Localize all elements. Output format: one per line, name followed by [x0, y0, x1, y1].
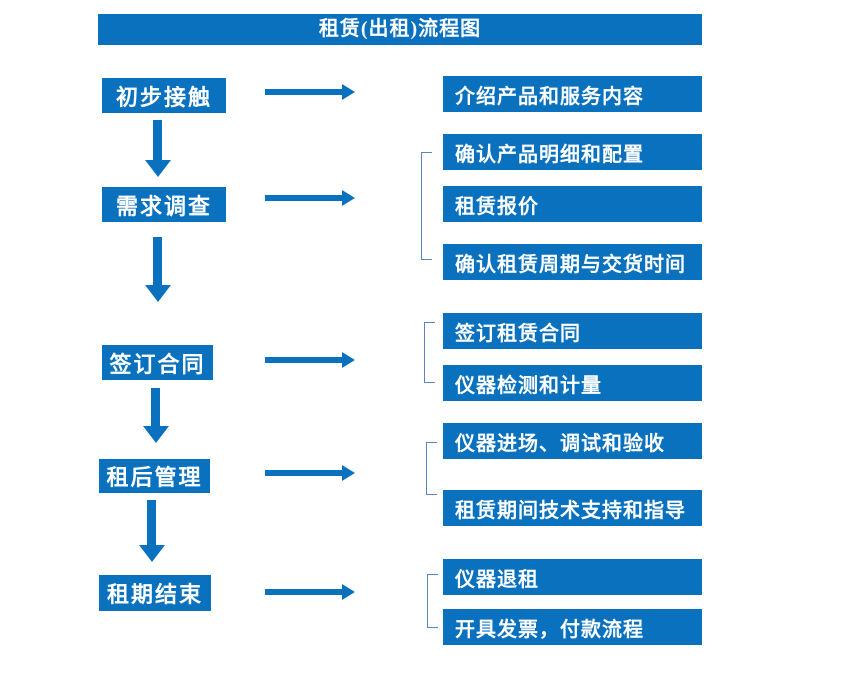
detail-box-sign-rental-contract: 签订租赁合同 — [443, 313, 702, 349]
down-arrow-icon — [143, 388, 169, 443]
detail-box-introduce-products: 介绍产品和服务内容 — [443, 76, 702, 112]
step-label: 签订合同 — [109, 351, 206, 377]
detail-box-instrument-entry-acceptance: 仪器进场、调试和验收 — [443, 423, 702, 459]
arrow-head — [342, 352, 355, 368]
step-label: 租期结束 — [106, 582, 203, 607]
arrow-shaft — [265, 589, 343, 595]
right-arrow-icon — [265, 352, 355, 368]
detail-label: 租赁报价 — [455, 195, 539, 218]
step-box-post-rental-management: 租后管理 — [99, 459, 210, 493]
detail-label: 开具发票，付款流程 — [455, 618, 644, 641]
step-box-initial-contact: 初步接触 — [102, 78, 226, 113]
step-label: 租后管理 — [106, 465, 203, 490]
detail-label: 确认产品明细和配置 — [455, 143, 644, 166]
step-box-demand-survey: 需求调查 — [102, 187, 226, 222]
detail-box-invoice-payment: 开具发票，付款流程 — [443, 609, 702, 645]
arrow-head — [139, 545, 165, 562]
arrow-shaft — [265, 470, 343, 476]
detail-box-tech-support: 租赁期间技术支持和指导 — [443, 490, 702, 526]
arrow-head — [143, 426, 169, 443]
arrow-shaft — [153, 237, 162, 285]
detail-label: 介绍产品和服务内容 — [455, 85, 644, 108]
step-label: 需求调查 — [115, 193, 212, 219]
arrow-head — [145, 160, 171, 177]
title-bar: 租赁(出租)流程图 — [98, 14, 702, 45]
detail-box-confirm-product-config: 确认产品明细和配置 — [443, 134, 702, 170]
step-box-rental-end: 租期结束 — [99, 575, 211, 611]
arrow-head — [342, 190, 355, 206]
down-arrow-icon — [139, 500, 165, 562]
arrow-head — [342, 84, 355, 100]
step-box-sign-contract: 签订合同 — [102, 345, 213, 380]
detail-box-instrument-return: 仪器退租 — [443, 559, 702, 595]
bracket-icon — [427, 574, 438, 628]
arrow-head — [342, 465, 355, 481]
right-arrow-icon — [265, 584, 355, 600]
bracket-icon — [421, 152, 432, 260]
right-arrow-icon — [265, 465, 355, 481]
arrow-head — [342, 584, 355, 600]
detail-box-rental-quote: 租赁报价 — [443, 186, 702, 222]
bracket-icon — [424, 322, 435, 383]
detail-label: 确认租赁周期与交货时间 — [455, 253, 686, 276]
arrow-shaft — [265, 357, 343, 363]
arrow-shaft — [265, 89, 343, 95]
detail-label: 仪器退租 — [455, 568, 539, 591]
arrow-head — [145, 285, 171, 302]
detail-label: 签订租赁合同 — [455, 322, 581, 345]
detail-box-confirm-period-delivery: 确认租赁周期与交货时间 — [443, 244, 702, 280]
arrow-shaft — [147, 500, 156, 545]
detail-box-instrument-testing: 仪器检测和计量 — [443, 365, 702, 401]
right-arrow-icon — [265, 190, 355, 206]
bracket-icon — [426, 442, 437, 495]
arrow-shaft — [153, 120, 162, 160]
arrow-shaft — [151, 388, 160, 426]
arrow-shaft — [265, 195, 343, 201]
step-label: 初步接触 — [115, 84, 212, 110]
detail-label: 租赁期间技术支持和指导 — [455, 499, 686, 522]
detail-label: 仪器进场、调试和验收 — [455, 432, 665, 455]
down-arrow-icon — [145, 237, 171, 302]
right-arrow-icon — [265, 84, 355, 100]
down-arrow-icon — [145, 120, 171, 177]
page-title: 租赁(出租)流程图 — [318, 18, 482, 40]
detail-label: 仪器检测和计量 — [455, 374, 602, 397]
